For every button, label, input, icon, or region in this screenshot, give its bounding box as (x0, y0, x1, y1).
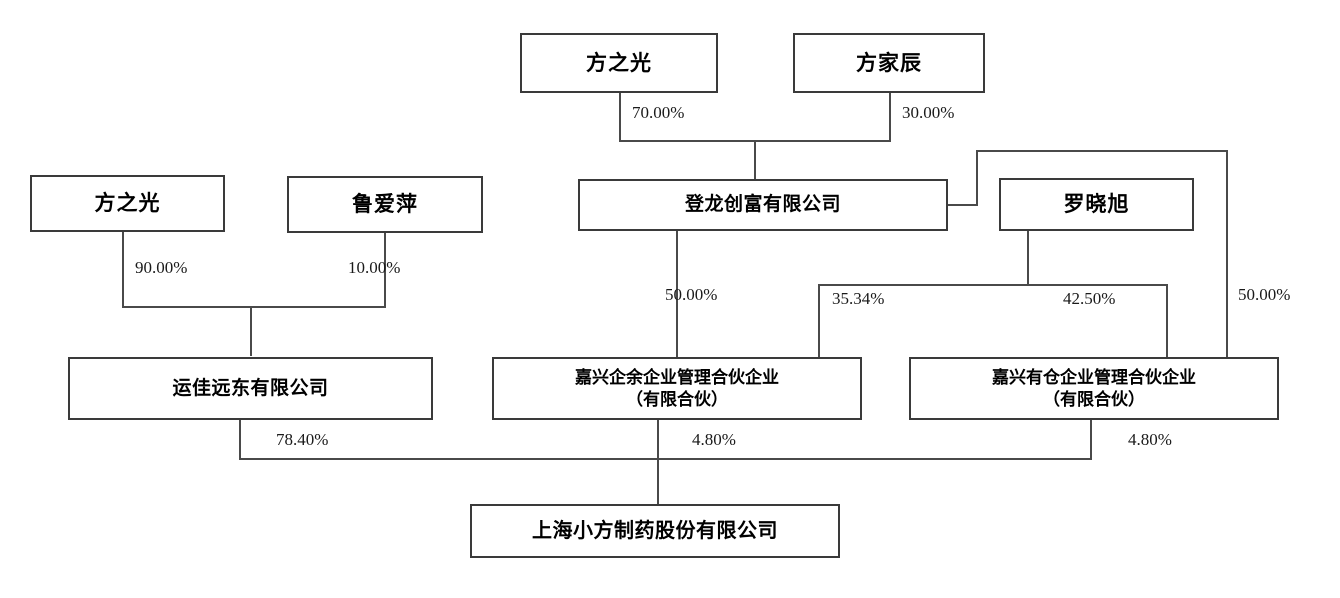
edge-left-persons-bus (122, 306, 386, 308)
edge-denglong-right-riser (976, 152, 978, 206)
node-label: 运佳远东有限公司 (172, 377, 329, 399)
node-label: 罗晓旭 (1063, 192, 1130, 217)
node-label: 方之光 (586, 50, 652, 75)
node-issuer-shanghai-xiaofang[interactable]: 上海小方制药股份有限公司 (470, 504, 840, 558)
node-jiaxing-youcang[interactable]: 嘉兴有仓企业管理合伙企业 （有限合伙） (909, 357, 1279, 420)
edge-denglong-right-stub (948, 204, 978, 206)
edge-bus-to-yunjia-drop (250, 306, 252, 356)
edge-yunjia-drop (239, 420, 241, 460)
edge-luaiping-vertical (384, 232, 386, 308)
percent-label-4-80-middle: 4.80% (692, 430, 736, 449)
percent-label-10: 10.00% (348, 258, 401, 277)
edge-denglong-top-run-right (976, 150, 1228, 152)
percent-label-70: 70.00% (632, 103, 685, 122)
node-fang-jiachen[interactable]: 方家辰 (793, 33, 985, 93)
edge-mid-bus-left-drop (818, 284, 820, 358)
edge-fangzhiguang-to-denglong-vertical (619, 93, 621, 142)
edge-luoxiaoxu-vertical (1027, 230, 1029, 286)
node-luo-xiaoxu[interactable]: 罗晓旭 (999, 178, 1194, 231)
percent-label-50-right: 50.00% (1238, 285, 1291, 304)
node-label: 方之光 (94, 191, 161, 216)
node-label: 嘉兴有仓企业管理合伙企业 （有限合伙） (992, 368, 1196, 409)
percent-label-30: 30.00% (902, 103, 955, 122)
edge-fangjiachen-to-denglong-vertical (889, 93, 891, 142)
node-label: 上海小方制药股份有限公司 (532, 519, 778, 542)
edge-denglong-to-qiyu (676, 230, 678, 358)
percent-label-42-50: 42.50% (1063, 289, 1116, 308)
node-label: 登龙创富有限公司 (684, 194, 841, 216)
edge-mid-partnership-bus (818, 284, 1168, 286)
edge-qiyu-drop (657, 420, 659, 510)
percent-label-35-34: 35.34% (832, 289, 885, 308)
edge-right-long-drop (1226, 150, 1228, 358)
node-fang-zhiguang-left[interactable]: 方之光 (30, 175, 225, 232)
percent-label-50-middle: 50.00% (665, 285, 718, 304)
edge-issuer-bus (239, 458, 1092, 460)
node-label: 嘉兴企余企业管理合伙企业 （有限合伙） (575, 368, 779, 409)
node-denglong-chuangfu[interactable]: 登龙创富有限公司 (578, 179, 948, 231)
percent-label-78-40: 78.40% (276, 430, 329, 449)
edge-youcang-drop (1090, 420, 1092, 460)
node-lu-aiping[interactable]: 鲁爱萍 (287, 176, 483, 233)
node-jiaxing-qiyu[interactable]: 嘉兴企余企业管理合伙企业 （有限合伙） (492, 357, 862, 420)
node-fang-zhiguang-top[interactable]: 方之光 (520, 33, 718, 93)
node-label: 方家辰 (856, 50, 922, 75)
edge-fangzhiguang-left-vertical (122, 232, 124, 308)
percent-label-4-80-right: 4.80% (1128, 430, 1172, 449)
percent-label-90: 90.00% (135, 258, 188, 277)
edge-bus-to-denglong-drop (754, 140, 756, 180)
edge-mid-bus-right-drop (1166, 284, 1168, 358)
node-yunjia-yuandong[interactable]: 运佳远东有限公司 (68, 357, 433, 420)
node-label: 鲁爱萍 (352, 192, 418, 217)
